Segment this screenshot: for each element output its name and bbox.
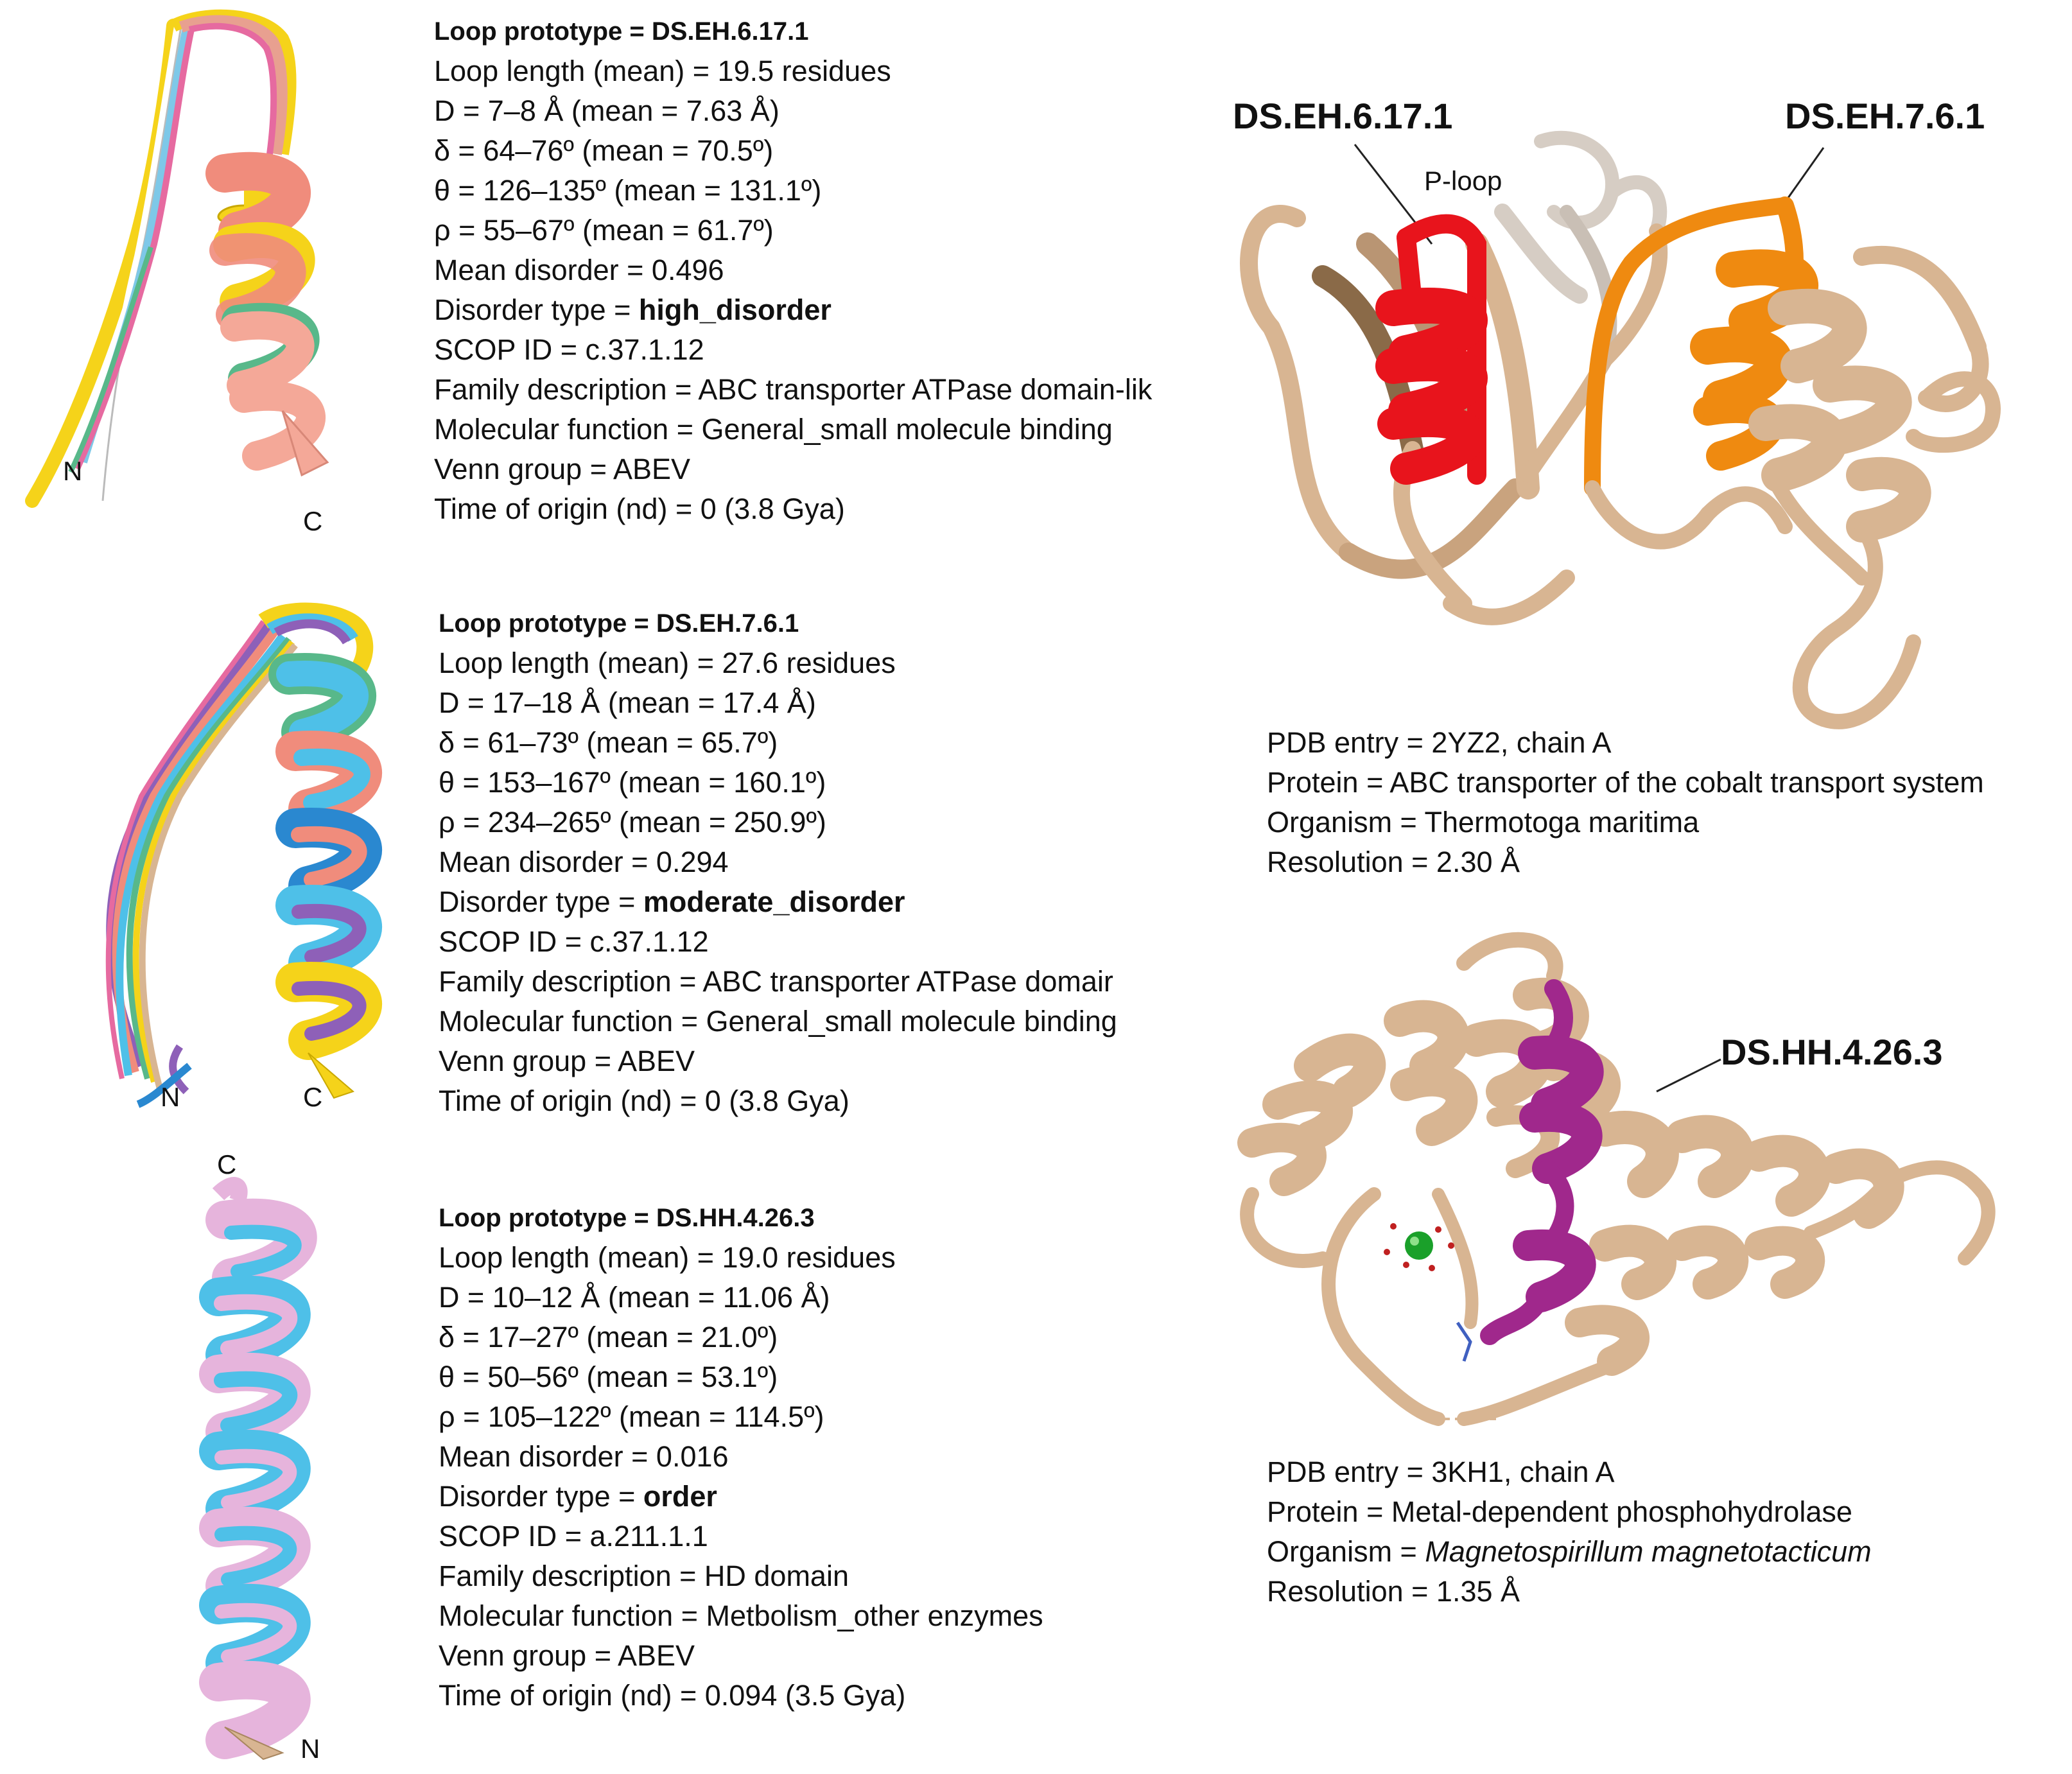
structure-3kh1-info: PDB entry = 3KH1, chain A Protein = Meta… xyxy=(1267,1452,1872,1612)
disorder-prefix: Disorder type = xyxy=(439,1480,643,1513)
info-line: SCOP ID = a.211.1.1 xyxy=(439,1520,708,1552)
n-terminus-label: N xyxy=(63,456,83,486)
info-line: δ = 64–76º (mean = 70.5º) xyxy=(434,134,774,167)
info-line: D = 10–12 Å (mean = 11.06 Å) xyxy=(439,1281,830,1314)
organism-prefix: Organism = xyxy=(1267,806,1425,839)
info-line: Loop length (mean) = 19.0 residues xyxy=(439,1241,896,1274)
info-line: D = 17–18 Å (mean = 17.4 Å) xyxy=(439,686,816,719)
protein-structure-2yz2 xyxy=(1240,130,2001,729)
pdb-entry: PDB entry = 2YZ2, chain A xyxy=(1267,726,1612,759)
pdb-entry: PDB entry = 3KH1, chain A xyxy=(1267,1456,1615,1488)
info-line: Mean disorder = 0.294 xyxy=(439,846,729,878)
info-line: Time of origin (nd) = 0.094 (3.5 Gya) xyxy=(439,1679,906,1712)
panel-ds-hh-4-26-3-info: Loop prototype = DS.HH.4.26.3 Loop lengt… xyxy=(439,1198,1183,1716)
structure-label-ds-eh-6-17-1: DS.EH.6.17.1 xyxy=(1233,96,1453,136)
organism-name: Thermotoga maritima xyxy=(1424,806,1700,839)
loop-prototype-title: Loop prototype = DS.EH.7.6.1 xyxy=(439,609,799,638)
info-line: Loop length (mean) = 27.6 residues xyxy=(439,647,896,679)
loop-prototype-title: Loop prototype = DS.HH.4.26.3 xyxy=(439,1204,815,1232)
info-line: Molecular function = General_small molec… xyxy=(434,413,1113,446)
info-line: Time of origin (nd) = 0 (3.8 Gya) xyxy=(439,1084,849,1117)
info-line: D = 7–8 Å (mean = 7.63 Å) xyxy=(434,94,779,127)
loop-structure-ds-eh-7-6-1 xyxy=(105,602,382,1108)
organism-prefix: Organism = xyxy=(1267,1535,1425,1568)
info-line: Molecular function = General_small molec… xyxy=(439,1005,1117,1038)
disorder-type-line: Disorder type = order xyxy=(439,1477,1183,1517)
info-line: Time of origin (nd) = 0 (3.8 Gya) xyxy=(434,492,845,525)
disorder-type-value: moderate_disorder xyxy=(643,885,905,918)
info-line: Mean disorder = 0.016 xyxy=(439,1440,729,1473)
info-line: Venn group = ABEV xyxy=(439,1639,695,1672)
info-line: SCOP ID = c.37.1.12 xyxy=(434,333,704,366)
disorder-type-line: Disorder type = high_disorder xyxy=(434,290,1237,330)
p-loop-label: P-loop xyxy=(1424,166,1502,196)
info-line: θ = 153–167º (mean = 160.1º) xyxy=(439,766,826,799)
info-line: Mean disorder = 0.496 xyxy=(434,254,724,286)
organism-name: Magnetospirillum magnetotacticum xyxy=(1425,1535,1872,1568)
disorder-type-value: high_disorder xyxy=(638,293,831,326)
structure-label-ds-eh-7-6-1: DS.EH.7.6.1 xyxy=(1785,96,1985,136)
c-terminus-label: C xyxy=(217,1149,237,1179)
n-terminus-label: N xyxy=(161,1082,180,1112)
info-line: Molecular function = Metbolism_other enz… xyxy=(439,1599,1043,1632)
c-terminus-label: C xyxy=(303,1082,323,1112)
info-line: Venn group = ABEV xyxy=(434,453,691,485)
resolution: Resolution = 1.35 Å xyxy=(1267,1575,1520,1608)
protein-name: Protein = ABC transporter of the cobalt … xyxy=(1267,766,1984,799)
info-line: ρ = 55–67º (mean = 61.7º) xyxy=(434,214,774,247)
c-terminus-label: C xyxy=(303,506,323,536)
disorder-type-line: Disorder type = moderate_disorder xyxy=(439,882,1183,922)
info-line: Family description = HD domain xyxy=(439,1560,849,1592)
info-line: SCOP ID = c.37.1.12 xyxy=(439,925,709,958)
info-line: δ = 61–73º (mean = 65.7º) xyxy=(439,726,778,759)
info-line: Venn group = ABEV xyxy=(439,1045,695,1077)
structure-2yz2-info: PDB entry = 2YZ2, chain A Protein = ABC … xyxy=(1267,723,1984,882)
info-line: Family description = ABC transporter ATP… xyxy=(434,373,1153,406)
protein-structure-3kh1 xyxy=(1237,932,1996,1426)
disorder-type-value: order xyxy=(643,1480,717,1513)
panel-ds-eh-6-17-1-info: Loop prototype = DS.EH.6.17.1 Loop lengt… xyxy=(434,12,1237,529)
info-line: θ = 50–56º (mean = 53.1º) xyxy=(439,1361,778,1393)
info-line: Family description = ABC transporter ATP… xyxy=(439,965,1113,998)
structure-label-ds-hh-4-26-3: DS.HH.4.26.3 xyxy=(1721,1032,1943,1072)
n-terminus-label: N xyxy=(300,1734,320,1764)
resolution: Resolution = 2.30 Å xyxy=(1267,846,1520,878)
loop-prototype-title: Loop prototype = DS.EH.6.17.1 xyxy=(434,17,809,46)
info-line: Loop length (mean) = 19.5 residues xyxy=(434,55,891,87)
organism: Organism = Thermotoga maritima xyxy=(1267,803,1984,842)
organism: Organism = Magnetospirillum magnetotacti… xyxy=(1267,1532,1872,1572)
disorder-prefix: Disorder type = xyxy=(439,885,643,918)
loop-structure-ds-hh-4-26-3 xyxy=(199,1177,317,1761)
loop-structure-ds-eh-6-17-1 xyxy=(25,9,329,508)
disorder-prefix: Disorder type = xyxy=(434,293,639,326)
info-line: δ = 17–27º (mean = 21.0º) xyxy=(439,1321,778,1353)
info-line: ρ = 234–265º (mean = 250.9º) xyxy=(439,806,826,839)
panel-ds-eh-7-6-1-info: Loop prototype = DS.EH.7.6.1 Loop length… xyxy=(439,604,1183,1121)
info-line: θ = 126–135º (mean = 131.1º) xyxy=(434,174,822,207)
protein-name: Protein = Metal-dependent phosphohydrola… xyxy=(1267,1495,1852,1528)
info-line: ρ = 105–122º (mean = 114.5º) xyxy=(439,1400,824,1433)
